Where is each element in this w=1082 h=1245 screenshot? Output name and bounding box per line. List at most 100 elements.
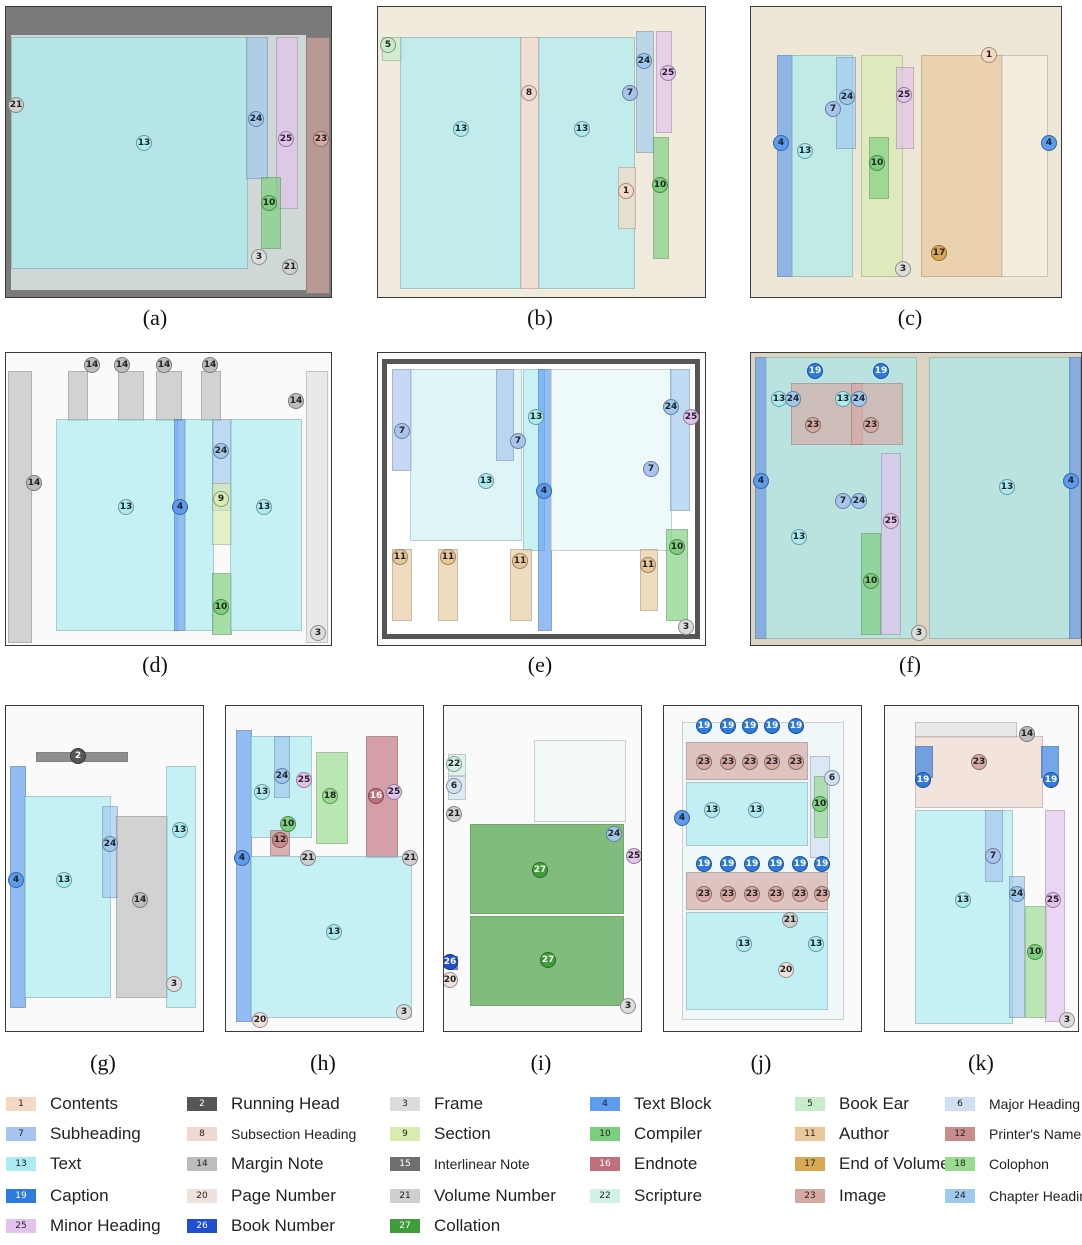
label-badge: 13 — [808, 936, 824, 952]
label-badge: 19 — [814, 856, 830, 872]
label-badge: 13 — [56, 872, 72, 888]
text-region — [11, 37, 248, 269]
chapter-heading-region — [636, 31, 654, 153]
margin-note-region — [156, 371, 182, 421]
label-badge: 4 — [234, 850, 250, 866]
label-badge: 23 — [696, 754, 712, 770]
legend-swatch: 16 — [590, 1157, 620, 1171]
label-badge: 25 — [896, 87, 912, 103]
panel-label: (h) — [310, 1050, 336, 1075]
margin-note-region — [306, 371, 328, 643]
panel-label: (g) — [90, 1050, 116, 1075]
label-badge: 19 — [873, 363, 889, 379]
subheading-region — [392, 369, 412, 471]
margin-note-region — [68, 371, 88, 421]
minor-heading-region — [656, 31, 672, 133]
label-badge: 13 — [797, 143, 813, 159]
label-badge: 12 — [272, 832, 288, 848]
label-badge: 19 — [764, 718, 780, 734]
legend-item: 9 Section — [390, 1122, 491, 1146]
panel-i: 22 6 21 24 25 27 27 26 20 3 — [443, 705, 642, 1032]
legend-label: Minor Heading — [50, 1216, 161, 1235]
legend-swatch: 1 — [6, 1097, 36, 1111]
legend-label: Section — [434, 1124, 491, 1143]
label-badge: 20 — [444, 972, 458, 988]
legend-swatch: 7 — [6, 1127, 36, 1141]
label-badge: 14 — [84, 357, 100, 373]
panel-label: (f) — [899, 652, 921, 677]
panel-label: (k) — [968, 1050, 994, 1075]
label-badge: 25 — [660, 65, 676, 81]
legend-swatch: 14 — [187, 1157, 217, 1171]
label-badge: 10 — [812, 796, 828, 812]
panel-label: (d) — [142, 652, 168, 677]
label-badge: 19 — [1043, 772, 1059, 788]
label-badge: 10 — [261, 195, 277, 211]
label-badge: 23 — [805, 417, 821, 433]
margin-note-region — [201, 371, 221, 421]
legend-label: Endnote — [634, 1154, 698, 1173]
image-region — [915, 736, 1043, 808]
label-badge: 8 — [521, 85, 537, 101]
label-badge: 25 — [683, 409, 699, 425]
legend-label: Subsection Heading — [231, 1126, 357, 1142]
label-badge: 24 — [606, 826, 622, 842]
legend-swatch: 19 — [6, 1189, 36, 1203]
legend-label: Volume Number — [434, 1186, 556, 1205]
label-badge: 23 — [788, 754, 804, 770]
legend-label: Compiler — [634, 1124, 703, 1143]
label-badge: 23 — [696, 886, 712, 902]
legend-swatch: 9 — [390, 1127, 420, 1141]
label-badge: 24 — [851, 391, 867, 407]
legend-label: Image — [839, 1186, 887, 1205]
text-region — [56, 419, 178, 631]
label-badge: 3 — [166, 976, 182, 992]
minor-heading-region — [276, 37, 298, 209]
legend-label: Book Ear — [839, 1094, 909, 1113]
chapter-heading-region — [1009, 876, 1025, 1018]
panel-label: (b) — [527, 305, 553, 330]
label-badge: 17 — [931, 245, 947, 261]
legend-label: Printer's Name — [989, 1126, 1082, 1142]
label-badge: 13 — [136, 135, 152, 151]
panel-d: 14 14 14 14 14 14 13 4 13 24 9 10 3 — [5, 352, 332, 646]
label-badge: 19 — [720, 856, 736, 872]
label-badge: 19 — [696, 856, 712, 872]
label-badge: 7 — [835, 493, 851, 509]
panel-a: 21 13 24 25 10 3 21 23 — [5, 6, 332, 298]
label-badge: 4 — [753, 473, 769, 489]
panel-label: (e) — [527, 652, 553, 677]
label-badge: 23 — [768, 886, 784, 902]
chapter-heading-region — [274, 736, 290, 798]
legend-swatch: 20 — [187, 1189, 217, 1203]
panel-j: 19 19 19 19 19 23 23 23 23 23 6 10 4 13 … — [663, 705, 862, 1032]
label-badge: 22 — [446, 756, 462, 772]
label-badge: 25 — [626, 848, 641, 864]
label-badge: 5 — [380, 37, 396, 53]
legend-label: Colophon — [989, 1156, 1049, 1172]
label-badge: 11 — [640, 557, 656, 573]
label-badge: 14 — [1019, 726, 1035, 742]
label-badge: 23 — [971, 754, 987, 770]
label-badge: 21 — [8, 97, 24, 113]
label-badge: 4 — [674, 810, 690, 826]
label-badge: 23 — [742, 754, 758, 770]
label-badge: 21 — [300, 850, 316, 866]
label-badge: 23 — [720, 754, 736, 770]
legend-swatch: 3 — [390, 1097, 420, 1111]
legend-swatch: 11 — [795, 1127, 825, 1141]
legend-swatch: 4 — [590, 1097, 620, 1111]
image-region — [306, 37, 330, 294]
legend-label: Interlinear Note — [434, 1156, 530, 1172]
label-badge: 23 — [792, 886, 808, 902]
